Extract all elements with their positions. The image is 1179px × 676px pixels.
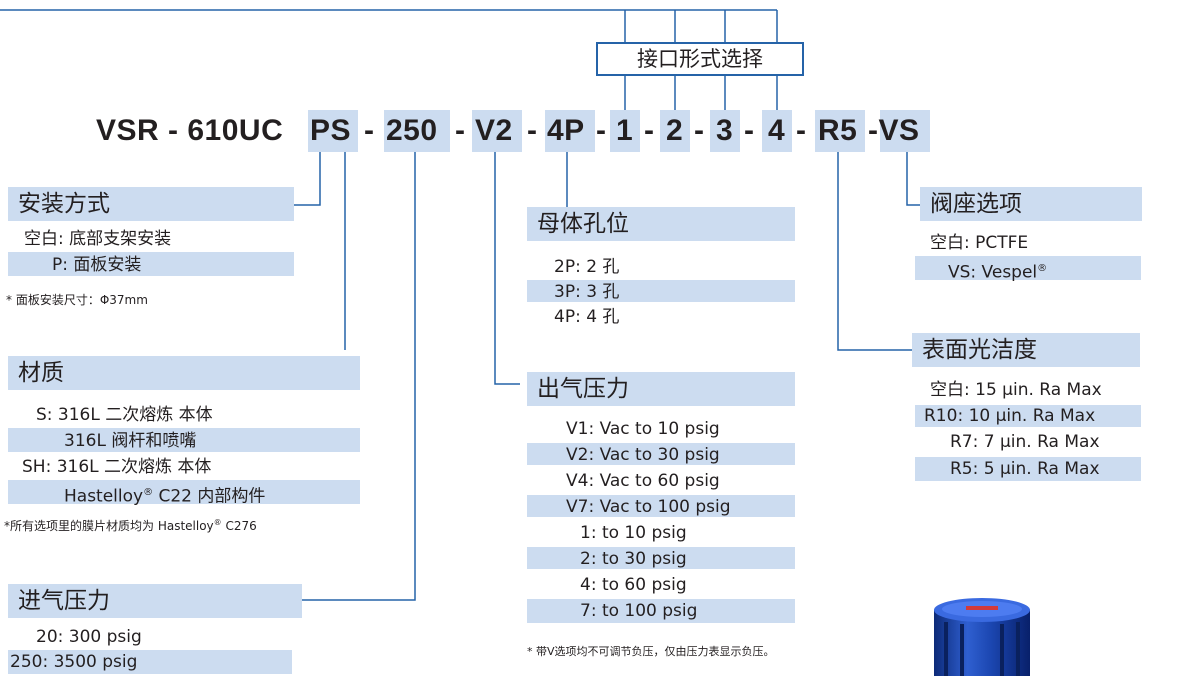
outlet-option: V1: Vac to 10 psig — [566, 419, 720, 439]
finish-option: R5: 5 µin. Ra Max — [950, 459, 1100, 479]
code-digit-2: 2 — [666, 114, 684, 147]
inlet-option: 20: 300 psig — [36, 627, 142, 647]
row-highlight — [527, 495, 795, 517]
row-highlight — [8, 428, 360, 452]
code-v2: V2 — [475, 114, 513, 147]
finish-option: 空白: 15 µin. Ra Max — [930, 380, 1102, 400]
row-highlight — [915, 256, 1141, 280]
code-r5-highlight — [815, 110, 865, 152]
code-sep: - — [455, 114, 466, 147]
code-4-highlight — [762, 110, 792, 152]
code-4p-highlight — [545, 110, 595, 152]
material-option-text: C22 内部构件 — [158, 486, 266, 507]
code-4p: 4P — [547, 114, 585, 147]
code-sep: - — [644, 114, 655, 147]
inlet-option: 250: 3500 psig — [10, 652, 138, 672]
outlet-pressure-title: 出气压力 — [527, 372, 795, 406]
code-sep: - — [364, 114, 375, 147]
outlet-note: * 带V选项均不可调节负压，仅由压力表显示负压。 — [527, 645, 775, 658]
row-highlight — [527, 280, 795, 302]
mounting-title: 安装方式 — [8, 187, 294, 221]
code-sep: - — [796, 114, 807, 147]
surface-finish-title: 表面光洁度 — [912, 333, 1140, 367]
code-digit-3: 3 — [716, 114, 734, 147]
row-highlight — [915, 405, 1141, 427]
row-highlight — [527, 599, 795, 623]
seat-option-text: VS: Vespel — [948, 262, 1038, 283]
row-highlight — [527, 443, 795, 465]
mounting-option: P: 面板安装 — [52, 255, 142, 275]
material-option-text: Hastelloy — [64, 486, 144, 507]
material-note: *所有选项里的膜片材质均为 Hastelloy® C276 — [4, 517, 257, 534]
material-note-text: C276 — [225, 519, 257, 533]
code-3-highlight — [710, 110, 740, 152]
code-v2-highlight — [472, 110, 522, 152]
registered-mark: ® — [213, 518, 222, 527]
code-sep: - — [596, 114, 607, 147]
material-option: Hastelloy® C22 内部构件 — [64, 482, 265, 508]
code-prefix: VSR - 610UC — [96, 114, 284, 147]
outlet-option: 4: to 60 psig — [580, 575, 687, 595]
body-port-option: 4P: 4 孔 — [554, 307, 620, 327]
code-vs-highlight — [880, 110, 930, 152]
mounting-note: * 面板安装尺寸：Φ37mm — [6, 293, 148, 307]
code-2-highlight — [660, 110, 690, 152]
interface-selection-label: 接口形式选择 — [596, 42, 804, 76]
outlet-option: 7: to 100 psig — [580, 601, 698, 621]
code-sep: - — [694, 114, 705, 147]
row-highlight — [8, 480, 360, 504]
code-digit-1: 1 — [616, 114, 634, 147]
code-1-highlight — [610, 110, 640, 152]
material-title: 材质 — [8, 356, 360, 390]
body-port-option: 2P: 2 孔 — [554, 257, 620, 277]
finish-option: R10: 10 µin. Ra Max — [924, 406, 1096, 426]
material-option: 316L 阀杆和喷嘴 — [64, 431, 197, 451]
row-highlight — [915, 457, 1141, 481]
code-vs: -VS — [868, 114, 920, 147]
code-sep: - — [744, 114, 755, 147]
outlet-option: V7: Vac to 100 psig — [566, 497, 731, 517]
regulator-photo — [930, 596, 1034, 676]
material-option: SH: 316L 二次熔炼 本体 — [22, 457, 212, 477]
body-port-option: 3P: 3 孔 — [554, 282, 620, 302]
row-highlight — [8, 252, 294, 276]
code-digit-4: 4 — [768, 114, 786, 147]
code-250: 250 — [386, 114, 438, 147]
code-ps: PS — [310, 114, 352, 147]
row-highlight — [527, 547, 795, 569]
finish-option: R7: 7 µin. Ra Max — [950, 432, 1100, 452]
outlet-option: V4: Vac to 60 psig — [566, 471, 720, 491]
seat-option: VS: Vespel® — [948, 258, 1047, 284]
seat-options-title: 阀座选项 — [920, 187, 1142, 221]
registered-mark: ® — [1037, 263, 1048, 274]
mounting-option: 空白: 底部支架安装 — [24, 229, 172, 249]
material-option: S: 316L 二次熔炼 本体 — [36, 405, 213, 425]
registered-mark: ® — [143, 487, 154, 498]
body-ports-title: 母体孔位 — [527, 207, 795, 241]
code-250-highlight — [384, 110, 450, 152]
code-ps-highlight — [308, 110, 358, 152]
material-note-text: *所有选项里的膜片材质均为 Hastelloy — [4, 519, 214, 533]
inlet-pressure-title: 进气压力 — [8, 584, 302, 618]
outlet-option: 2: to 30 psig — [580, 549, 687, 569]
code-r5: R5 — [818, 114, 858, 147]
outlet-option: 1: to 10 psig — [580, 523, 687, 543]
seat-option: 空白: PCTFE — [930, 233, 1029, 253]
code-sep: - — [527, 114, 538, 147]
row-highlight — [8, 650, 292, 674]
outlet-option: V2: Vac to 30 psig — [566, 445, 720, 465]
